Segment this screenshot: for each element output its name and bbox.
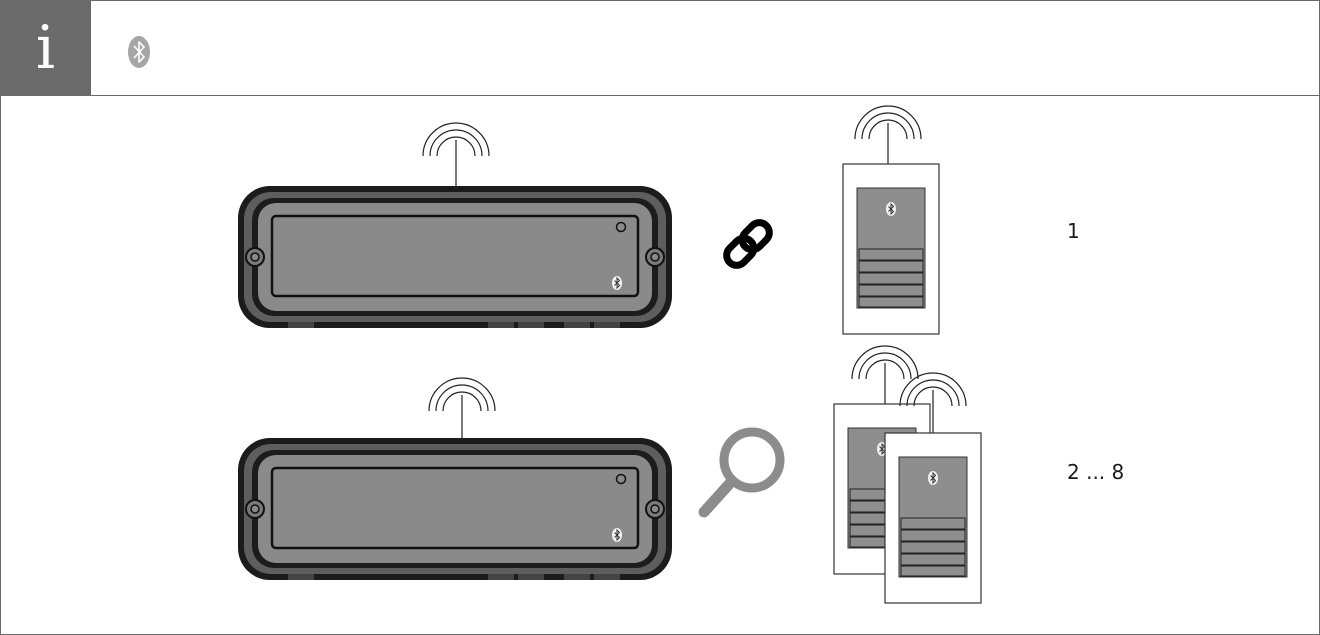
link-icon: [723, 219, 773, 269]
remote-device-row1: [843, 105, 939, 334]
info-box: i: [1, 1, 91, 95]
info-icon: i: [35, 13, 56, 83]
device-count-row2: 2 ... 8: [1067, 460, 1125, 484]
magnifier-icon: [698, 427, 785, 518]
bluetooth-icon: [128, 36, 150, 68]
controller-device-row1: [238, 122, 672, 328]
controller-device-row2: [238, 377, 672, 580]
device-count-row1: 1: [1067, 219, 1080, 243]
pairing-diagram: [1, 105, 1319, 634]
header-bar: i: [1, 1, 1319, 96]
